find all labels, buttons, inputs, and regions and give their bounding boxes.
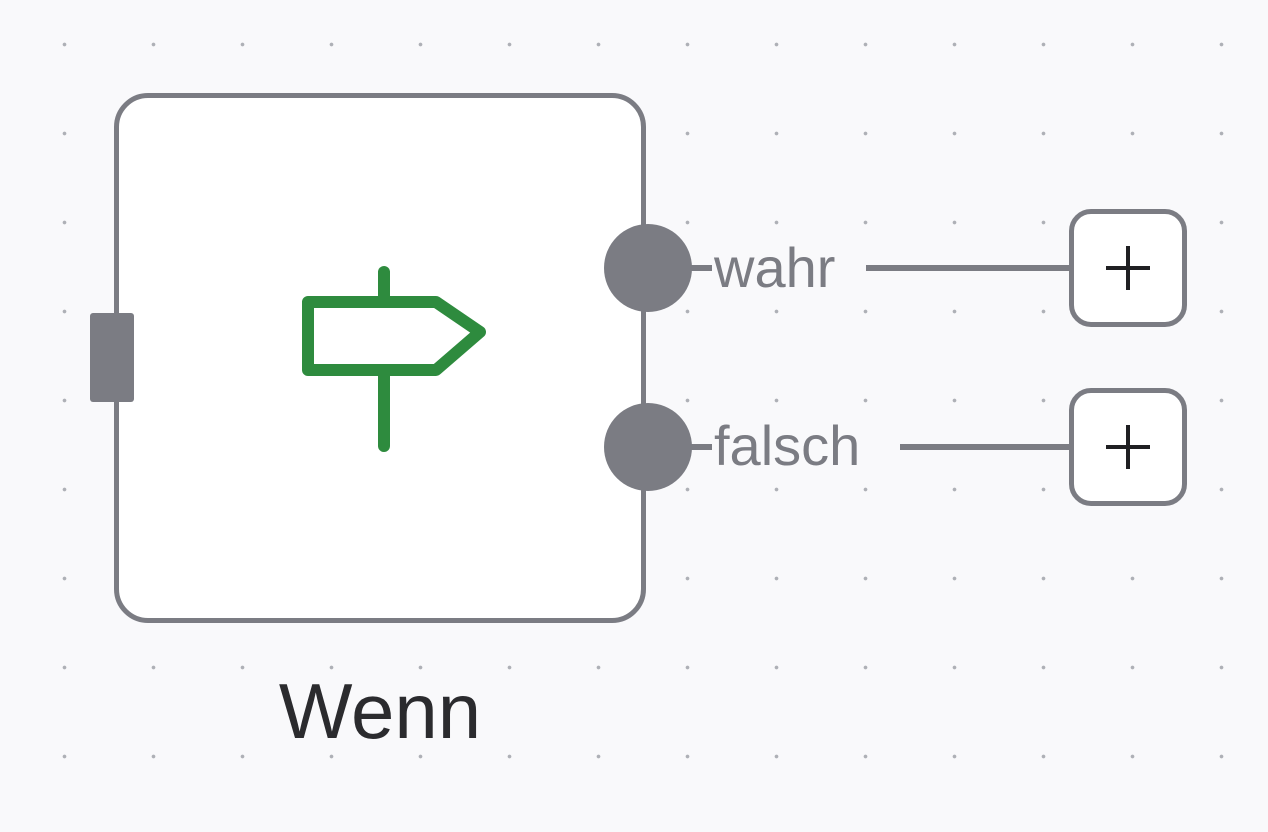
plus-icon <box>1106 246 1150 290</box>
signpost-icon <box>302 266 486 452</box>
output-handle-false[interactable] <box>604 403 692 491</box>
add-node-button-true[interactable] <box>1069 209 1187 327</box>
output-handle-true[interactable] <box>604 224 692 312</box>
if-node[interactable] <box>114 93 646 623</box>
add-node-button-false[interactable] <box>1069 388 1187 506</box>
output-label-true: wahr <box>714 236 836 299</box>
edge-line-false <box>900 444 1072 450</box>
input-handle[interactable] <box>90 313 134 402</box>
edge-line-true <box>866 265 1072 271</box>
node-title: Wenn <box>278 667 482 755</box>
plus-icon <box>1106 425 1150 469</box>
output-label-false: falsch <box>714 414 861 477</box>
